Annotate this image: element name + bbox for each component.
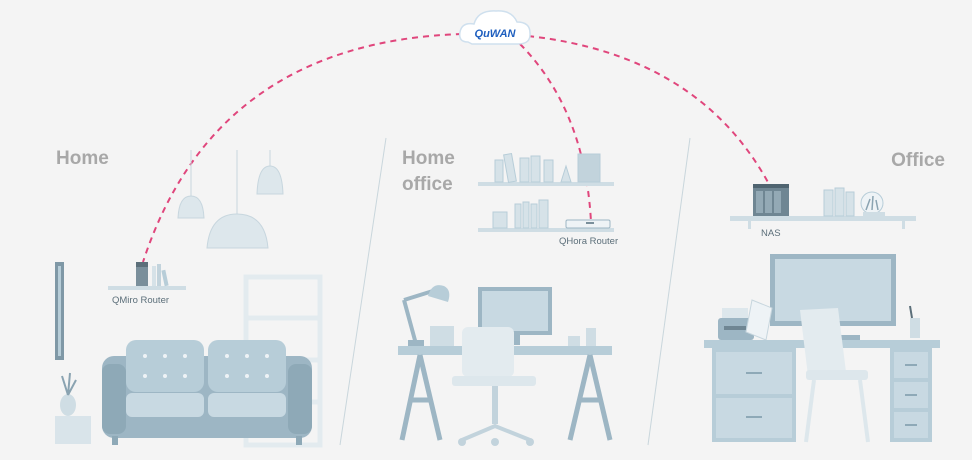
vase (60, 394, 76, 416)
quwan-logo-text: QuWAN (475, 28, 517, 40)
printer-icon (718, 308, 754, 340)
link-cloud-to-qhora (519, 43, 592, 223)
home-shelf (108, 286, 186, 290)
divider-right (647, 137, 691, 446)
qmiro-router-label: QMiro Router (112, 295, 169, 306)
zone-title-home-office-line1: Home (402, 148, 455, 169)
home-office-scene: QHora Router (398, 152, 618, 446)
home-office-upper-shelf (478, 182, 614, 186)
home-office-monitor (478, 287, 552, 345)
qmiro-router-icon (136, 262, 148, 286)
zone-title-home: Home (56, 148, 109, 169)
zone-title-office: Office (891, 150, 945, 171)
divider-left (339, 137, 387, 446)
home-office-lower-shelf (478, 228, 614, 232)
nas-icon (753, 184, 789, 216)
quwan-cloud-icon: QuWAN (458, 10, 531, 45)
office-chair (800, 308, 870, 443)
zone-title-home-office-line2: office (402, 174, 453, 195)
desk-drawers-left (712, 348, 796, 442)
nas-label: NAS (761, 228, 781, 239)
link-cloud-to-nas (527, 35, 771, 187)
sofa (102, 340, 312, 445)
qhora-router-label: QHora Router (559, 236, 618, 247)
office-shelf (730, 216, 916, 221)
home-scene: QMiro Router (55, 150, 323, 448)
wan-links (142, 33, 771, 263)
home-office-chair (452, 327, 536, 446)
desk-drawers-right (890, 348, 932, 442)
office-scene: NAS (704, 184, 940, 443)
pendant-lamps (177, 150, 284, 249)
side-table (55, 416, 91, 444)
plant-icon (61, 372, 77, 396)
